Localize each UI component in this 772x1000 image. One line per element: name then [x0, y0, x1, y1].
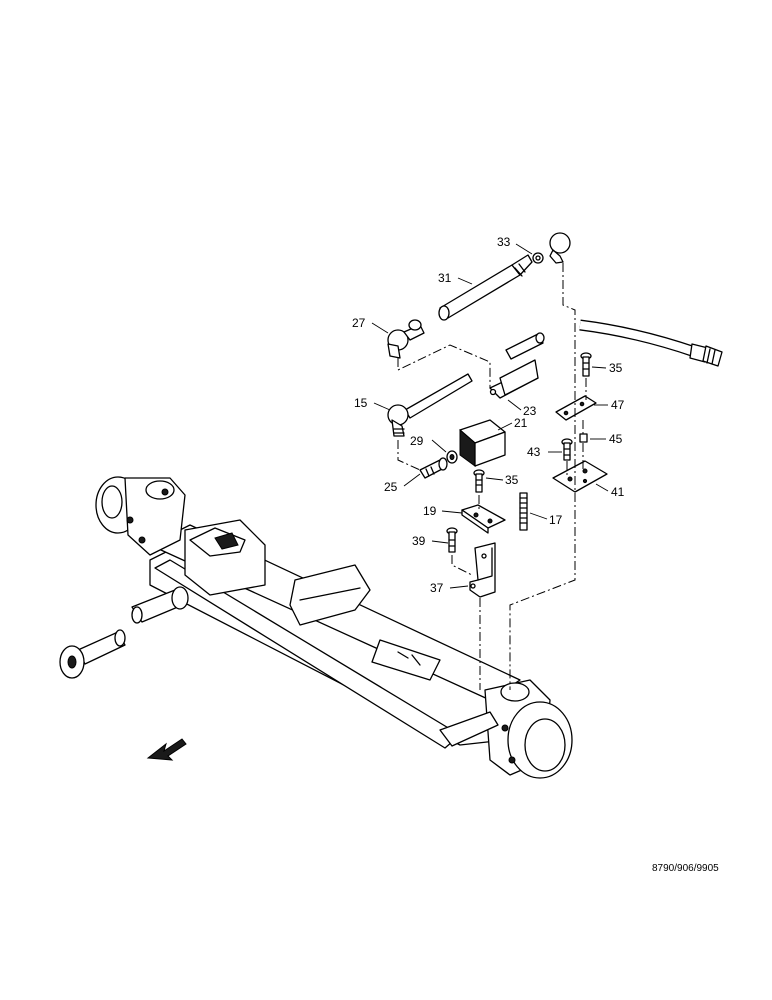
part-29-washer: [446, 450, 458, 464]
callout-33: 33: [497, 235, 511, 249]
part-35-bolt-lower: [473, 469, 485, 493]
part-41-plate: [552, 460, 608, 493]
part-45-nut: [579, 433, 588, 443]
part-15-rod-end: [387, 373, 473, 437]
callout-23: 23: [523, 404, 537, 418]
guide-pin: [505, 332, 545, 360]
hydraulic-hose: [579, 319, 723, 367]
callout-31: 31: [438, 271, 452, 285]
document-number: 8790/906/9905: [652, 863, 719, 874]
part-19-plate: [461, 504, 506, 534]
part-25-bolt: [419, 457, 448, 479]
callout-35-lower: 35: [505, 473, 519, 487]
callout-39: 39: [412, 534, 426, 548]
callout-27: 27: [352, 316, 366, 330]
part-43-bolt: [561, 438, 573, 461]
callout-21: 21: [514, 416, 528, 430]
part-27-ball-joint: [387, 319, 425, 359]
part-47-plate: [555, 395, 597, 421]
callout-25: 25: [384, 480, 398, 494]
callout-41: 41: [611, 485, 625, 499]
assembly-lines: [397, 263, 587, 690]
callout-37: 37: [430, 581, 444, 595]
callout-47: 47: [611, 398, 625, 412]
callout-45: 45: [609, 432, 623, 446]
part-23-bracket: [489, 359, 539, 399]
part-17-stud: [519, 492, 528, 531]
callout-43: 43: [527, 445, 541, 459]
callout-17: 17: [549, 513, 563, 527]
part-39-bolt: [446, 527, 458, 553]
callout-15: 15: [354, 396, 368, 410]
callout-labels: 33 31 27 15 21 23 29 25 35 19 17 39 37 3…: [352, 235, 625, 595]
direction-arrow-icon: [146, 738, 187, 761]
callout-19: 19: [423, 504, 437, 518]
part-33-ball-joint: [532, 232, 571, 264]
part-31-rod: [438, 254, 533, 321]
callout-35-upper: 35: [609, 361, 623, 375]
callout-29: 29: [410, 434, 424, 448]
part-21-block: [459, 419, 506, 467]
callout-leaders: [371, 243, 609, 589]
part-37-bracket: [469, 542, 496, 598]
part-35-bolt-upper: [580, 352, 592, 377]
front-axle-assembly: [95, 476, 573, 779]
drive-shaft: [59, 586, 189, 679]
